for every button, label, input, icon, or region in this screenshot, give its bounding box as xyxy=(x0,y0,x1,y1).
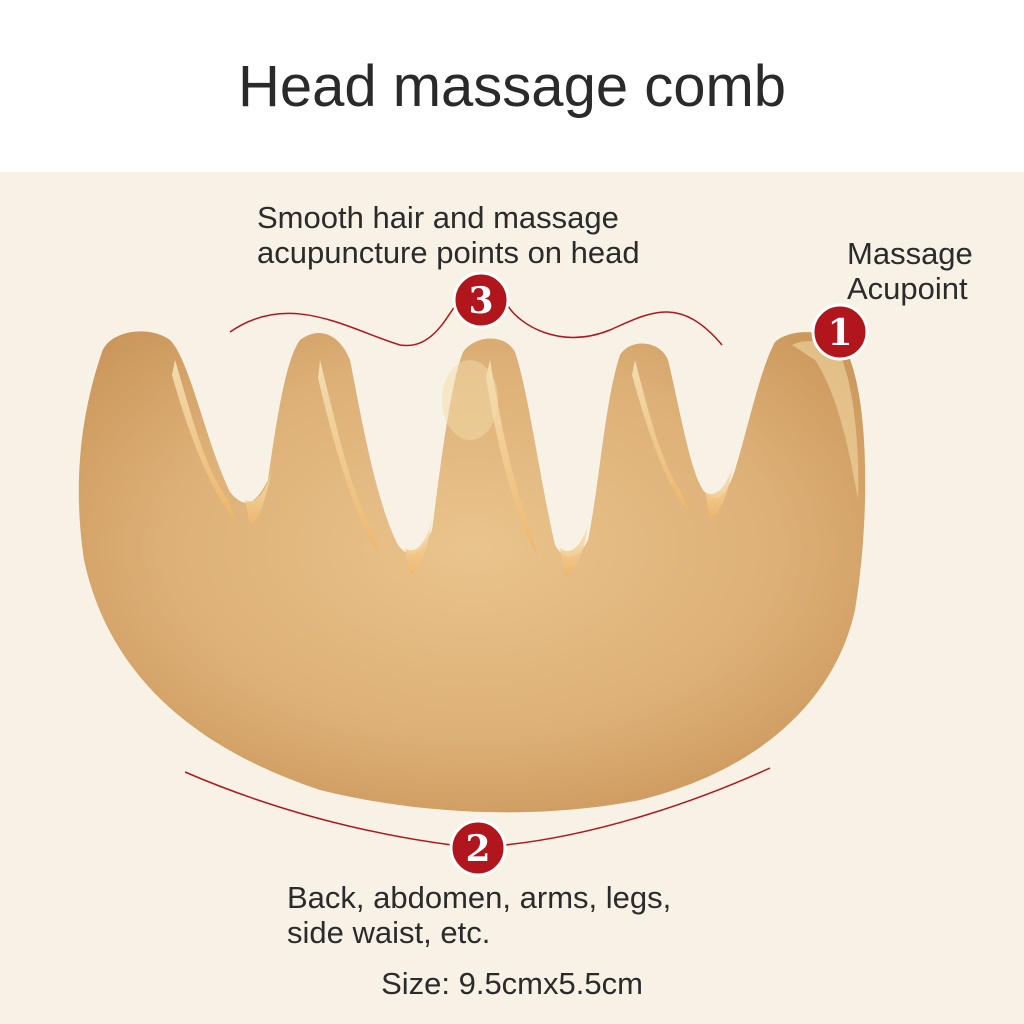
callout-head-line1: Smooth hair and massage xyxy=(257,200,619,235)
bottom-left-arc xyxy=(184,771,453,846)
page-title: Head massage comb xyxy=(237,54,787,119)
svg-text:1: 1 xyxy=(827,312,852,354)
callout-acupoint-text: Massage Acupoint xyxy=(847,236,1017,306)
callout-head-line2: acupuncture points on head xyxy=(257,235,640,270)
callout-acupoint-line1: Massage xyxy=(847,236,973,271)
comb-shine xyxy=(442,360,498,440)
comb-edge-shine xyxy=(792,341,859,500)
callout-acupoint-line2: Acupoint xyxy=(847,271,968,306)
bottom-right-arc xyxy=(504,767,771,846)
size-label: Size: 9.5cmx5.5cm xyxy=(381,966,643,1001)
top-right-arc xyxy=(507,305,723,346)
callout-head-text: Smooth hair and massage acupuncture poin… xyxy=(257,200,717,270)
callout-body-line2: side waist, etc. xyxy=(287,915,491,950)
callout-body-line1: Back, abdomen, arms, legs, xyxy=(287,880,672,915)
svg-text:2: 2 xyxy=(465,828,490,870)
comb-icon xyxy=(78,331,866,813)
top-left-arc xyxy=(229,305,456,347)
header: Head massage comb xyxy=(0,0,1024,172)
badge-1: 1 xyxy=(811,303,869,361)
callout-body-text: Back, abdomen, arms, legs, side waist, e… xyxy=(287,880,747,950)
badge-3: 3 xyxy=(452,271,510,329)
badge-2: 2 xyxy=(449,819,507,877)
svg-text:3: 3 xyxy=(468,280,493,322)
